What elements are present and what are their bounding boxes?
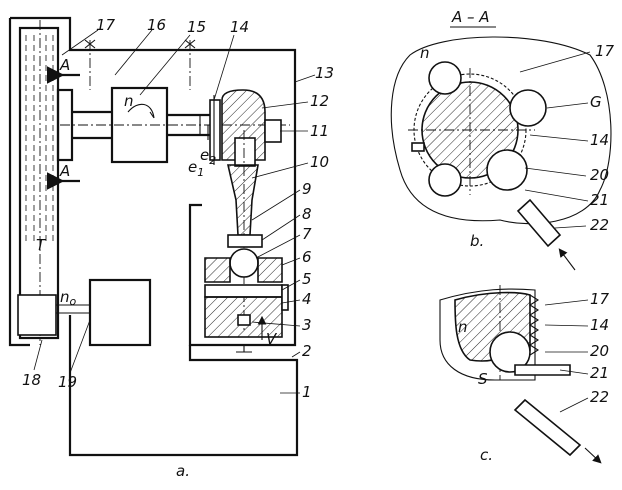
c-mark-s: S bbox=[478, 370, 488, 388]
view-c: 17 14 20 21 22 n S c. bbox=[439, 285, 610, 464]
caption-a: a. bbox=[176, 462, 190, 480]
stem-10-top bbox=[234, 137, 256, 167]
caption-c: c. bbox=[480, 446, 493, 464]
label-7: 7 bbox=[302, 225, 312, 243]
label-6: 6 bbox=[302, 248, 312, 266]
label-16: 16 bbox=[147, 16, 166, 34]
leaders-b bbox=[519, 51, 591, 229]
view-a: 17 16 15 14 13 12 11 10 9 8 7 6 5 4 3 2 … bbox=[8, 16, 334, 480]
b-label-17: 17 bbox=[595, 42, 615, 60]
planet-g bbox=[509, 89, 547, 127]
plunger-22-b bbox=[516, 198, 562, 248]
c-label-17: 17 bbox=[590, 290, 610, 308]
base-body bbox=[68, 315, 299, 457]
roller-21-b bbox=[486, 149, 528, 191]
planet-top bbox=[428, 61, 462, 95]
leaders-a bbox=[33, 29, 316, 394]
motor-15 bbox=[110, 86, 169, 164]
mark-e2: e2 bbox=[200, 146, 216, 167]
label-2: 2 bbox=[302, 342, 312, 360]
b-label-21: 21 bbox=[590, 191, 609, 209]
plate-5 bbox=[204, 284, 283, 298]
planet-bottom bbox=[428, 163, 462, 197]
label-14: 14 bbox=[230, 18, 249, 36]
mark-v: V bbox=[266, 330, 278, 348]
label-18: 18 bbox=[22, 371, 41, 389]
frame-left bbox=[8, 18, 30, 347]
leaders-c bbox=[544, 299, 589, 413]
mark-a-top: A bbox=[59, 56, 70, 74]
rack-14-c bbox=[528, 294, 540, 356]
arrow-b bbox=[558, 248, 576, 271]
section-title: A – A bbox=[451, 8, 490, 26]
screw-2 bbox=[232, 344, 256, 353]
housing-c bbox=[439, 288, 536, 381]
c-mark-n: n bbox=[458, 318, 468, 336]
rotation-arrow-n bbox=[127, 103, 155, 119]
housing-outline bbox=[390, 36, 612, 225]
arrow-c bbox=[584, 447, 602, 464]
carrier-block bbox=[17, 294, 57, 336]
label-12: 12 bbox=[310, 92, 329, 110]
plunger-22-c bbox=[513, 398, 582, 457]
b-label-14: 14 bbox=[590, 131, 609, 149]
b-label-22: 22 bbox=[590, 216, 609, 234]
label-17: 17 bbox=[96, 16, 116, 34]
label-9: 9 bbox=[302, 180, 312, 198]
hub-16 bbox=[56, 88, 74, 162]
rod-10 bbox=[226, 164, 259, 236]
cross-mark-right bbox=[184, 39, 196, 49]
lever-20-c bbox=[514, 364, 571, 376]
part-14 bbox=[209, 99, 221, 161]
c-label-14: 14 bbox=[590, 316, 609, 334]
label-10: 10 bbox=[310, 153, 329, 171]
wheel-18 bbox=[18, 26, 60, 340]
roller-21-c bbox=[489, 331, 531, 373]
mark-e1: e1 bbox=[188, 158, 204, 179]
holder-6-left bbox=[204, 257, 231, 283]
mark-a-bottom: A bbox=[59, 162, 70, 180]
label-5: 5 bbox=[302, 270, 312, 288]
nut-8 bbox=[227, 234, 263, 248]
frame-main bbox=[10, 16, 297, 347]
label-4: 4 bbox=[302, 290, 312, 308]
label-11: 11 bbox=[310, 122, 329, 140]
label-13: 13 bbox=[315, 64, 334, 82]
ball-7 bbox=[229, 248, 259, 278]
mark-t: T bbox=[36, 236, 47, 254]
tab-left bbox=[411, 142, 425, 152]
pin-4 bbox=[281, 284, 289, 311]
piston-3 bbox=[237, 314, 251, 326]
b-label-g: G bbox=[590, 93, 602, 111]
view-b: A – A 17 G 14 20 21 22 n b. bbox=[390, 8, 615, 271]
caption-b: b. bbox=[470, 232, 484, 250]
b-mark-n: n bbox=[420, 44, 430, 62]
label-19: 19 bbox=[58, 373, 77, 391]
label-3: 3 bbox=[302, 316, 312, 334]
label-8: 8 bbox=[302, 205, 312, 223]
b-label-20: 20 bbox=[590, 166, 609, 184]
cross-mark-left bbox=[84, 39, 96, 49]
mark-n0: no bbox=[60, 288, 77, 308]
bolt-11 bbox=[264, 119, 282, 143]
holder-6-right bbox=[257, 257, 283, 283]
wheel-17-dashes bbox=[25, 35, 54, 245]
label-15: 15 bbox=[187, 18, 206, 36]
c-label-21: 21 bbox=[590, 364, 609, 382]
label-1: 1 bbox=[302, 383, 312, 401]
c-label-22: 22 bbox=[590, 388, 609, 406]
controller-19 bbox=[88, 278, 152, 347]
mark-n: n bbox=[124, 92, 134, 110]
c-label-20: 20 bbox=[590, 342, 609, 360]
